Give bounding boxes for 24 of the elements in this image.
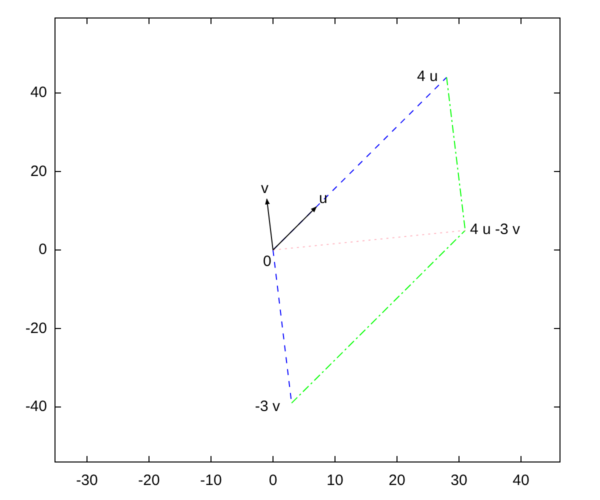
- guide-line: [446, 76, 466, 231]
- point-label: 0: [263, 253, 272, 270]
- guide-line: [291, 230, 466, 404]
- vector-arrow: [272, 206, 317, 250]
- axis-tick-label: -20: [137, 472, 161, 489]
- axis-tick-label: -20: [25, 320, 47, 336]
- vector-arrow: [265, 198, 274, 250]
- axis-tick-label: 0: [268, 472, 278, 489]
- axis-tick-label: 30: [450, 472, 468, 489]
- axis-tick-label: 40: [512, 472, 530, 489]
- axis-tick-label: -10: [199, 472, 223, 489]
- point-label: 4 u -3 v: [470, 221, 520, 238]
- axis-tick-label: -40: [25, 398, 47, 415]
- guide-line: [272, 230, 466, 250]
- axis-tick-label: 0: [38, 241, 47, 258]
- axis-tick-label: 40: [30, 84, 47, 101]
- axis-tick-label: 10: [326, 472, 344, 489]
- point-label: u: [319, 190, 328, 207]
- axis-tick-label: 20: [388, 472, 406, 489]
- axis-tick-label: -30: [75, 472, 99, 489]
- point-label: 4 u: [417, 68, 438, 85]
- point-label: -3 v: [255, 398, 280, 415]
- axis-tick-label: 20: [30, 162, 47, 180]
- point-label: v: [261, 180, 268, 197]
